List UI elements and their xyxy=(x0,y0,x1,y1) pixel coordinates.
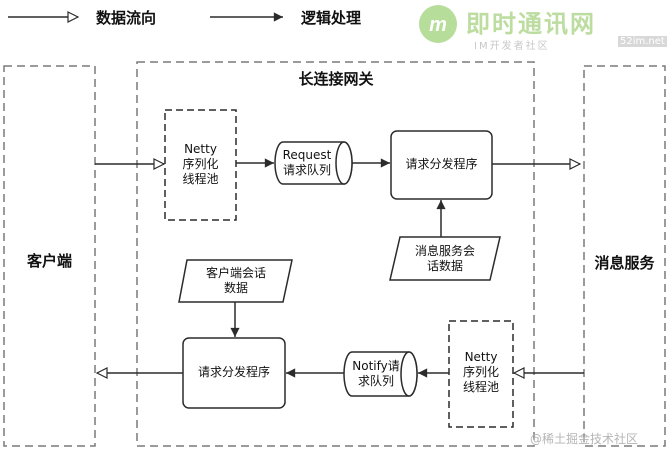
dispatcher-top-box xyxy=(390,130,493,200)
message-session-data-line-2: 话数据 xyxy=(426,259,463,273)
notify-queue-line-2: 求队列 xyxy=(357,374,394,388)
dispatcher-top-label: 请求分发程序 xyxy=(405,157,478,171)
message-session-data-label: 消息服务会 话数据 xyxy=(395,244,495,274)
legend-logic-processing-label: 逻辑处理 xyxy=(301,9,362,27)
netty-pool-out-line-3: 线程池 xyxy=(462,380,499,394)
netty-pool-out-label: Netty 序列化 线程池 xyxy=(449,350,513,395)
notify-queue-shape xyxy=(343,351,418,397)
client-session-data-line-2: 数据 xyxy=(223,281,248,295)
netty-pool-out-line-2: 序列化 xyxy=(462,365,499,379)
client-session-data-shape xyxy=(178,259,293,303)
message-session-data-shape xyxy=(389,236,501,281)
netty-pool-out-line-1: Netty xyxy=(464,350,498,364)
notify-queue-line-1: Notify请 xyxy=(352,359,400,373)
dispatcher-bottom-label: 请求分发程序 xyxy=(197,365,270,379)
message-service-label: 消息服务 xyxy=(594,254,655,272)
netty-pool-in-line-1: Netty xyxy=(184,142,217,156)
notify-queue-label: Notify请 求队列 xyxy=(344,359,408,389)
client-container xyxy=(3,65,96,447)
client-label: 客户端 xyxy=(26,252,72,270)
request-queue-line-2: 请求队列 xyxy=(282,163,331,177)
watermark-site-url: 52im.net xyxy=(618,36,667,47)
message-session-data-line-1: 消息服务会 xyxy=(414,244,475,258)
client-session-data-label: 客户端会话 数据 xyxy=(184,266,288,296)
netty-pool-in-box xyxy=(164,109,237,221)
message-service-container xyxy=(583,65,666,447)
netty-pool-in-line-2: 序列化 xyxy=(182,157,219,171)
client-session-data-line-1: 客户端会话 xyxy=(205,266,266,280)
legend-data-flow-label: 数据流向 xyxy=(96,9,157,27)
netty-pool-in-label: Netty 序列化 线程池 xyxy=(165,142,236,187)
watermark-logo-icon: m xyxy=(419,5,457,43)
request-queue-line-1: Request xyxy=(282,148,332,162)
gateway-container xyxy=(136,61,535,447)
gateway-label: 长连接网关 xyxy=(298,70,374,88)
request-queue-label: Request 请求队列 xyxy=(276,148,338,178)
svg-text:m: m xyxy=(429,14,447,36)
watermark-footer: @稀土掘金技术社区 xyxy=(530,432,639,446)
watermark-site-sub: IM开发者社区 xyxy=(474,41,550,52)
watermark-site-name: 即时通讯网 xyxy=(466,10,596,38)
netty-pool-in-line-3: 线程池 xyxy=(182,172,219,186)
